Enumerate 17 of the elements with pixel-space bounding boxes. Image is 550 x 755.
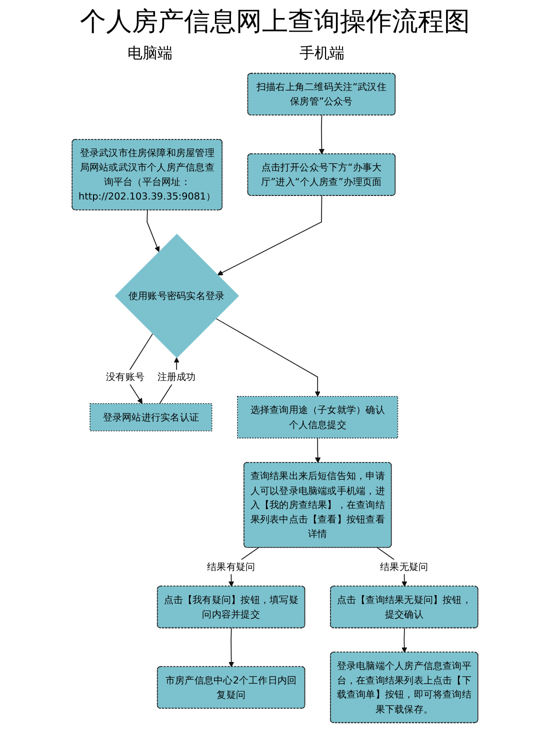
node-diamond: 使用账号密码实名登录 xyxy=(114,234,240,358)
arrow xyxy=(146,210,160,252)
arrow xyxy=(215,318,320,397)
arrow xyxy=(318,114,325,154)
node-box: 选择查询用途（子女就学）确认个人信息提交 xyxy=(237,396,398,438)
arrow xyxy=(314,438,321,463)
arrow xyxy=(217,195,322,276)
column-heading: 电脑端 xyxy=(128,44,172,63)
diagram-title: 个人房产信息网上查询操作流程图 xyxy=(80,6,470,39)
arrow xyxy=(228,628,234,668)
edge-label: 没有账号 xyxy=(106,371,145,383)
column-heading: 手机端 xyxy=(300,44,344,63)
edge-label: 注册成功 xyxy=(157,371,196,383)
edge-label: 结果无疑问 xyxy=(380,560,428,572)
edge-label: 结果有疑问 xyxy=(207,560,256,572)
node-box: 登录网站进行实名认证 xyxy=(90,403,212,432)
arrow xyxy=(402,628,408,653)
